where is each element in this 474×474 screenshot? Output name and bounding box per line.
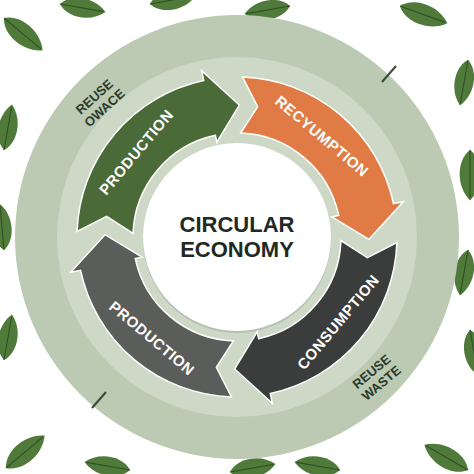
outer-ring	[15, 15, 459, 459]
center-circle: CIRCULAR ECONOMY	[143, 143, 331, 331]
arrow-shape	[65, 235, 236, 409]
circle-outline	[143, 143, 331, 331]
arrow-outline	[71, 235, 234, 397]
process-arrow: PRODUCTION	[65, 235, 236, 409]
center-title: CIRCULAR ECONOMY	[162, 212, 312, 263]
tick-mark	[382, 66, 396, 82]
tick-mark	[92, 392, 106, 408]
inner-ring	[57, 57, 417, 417]
